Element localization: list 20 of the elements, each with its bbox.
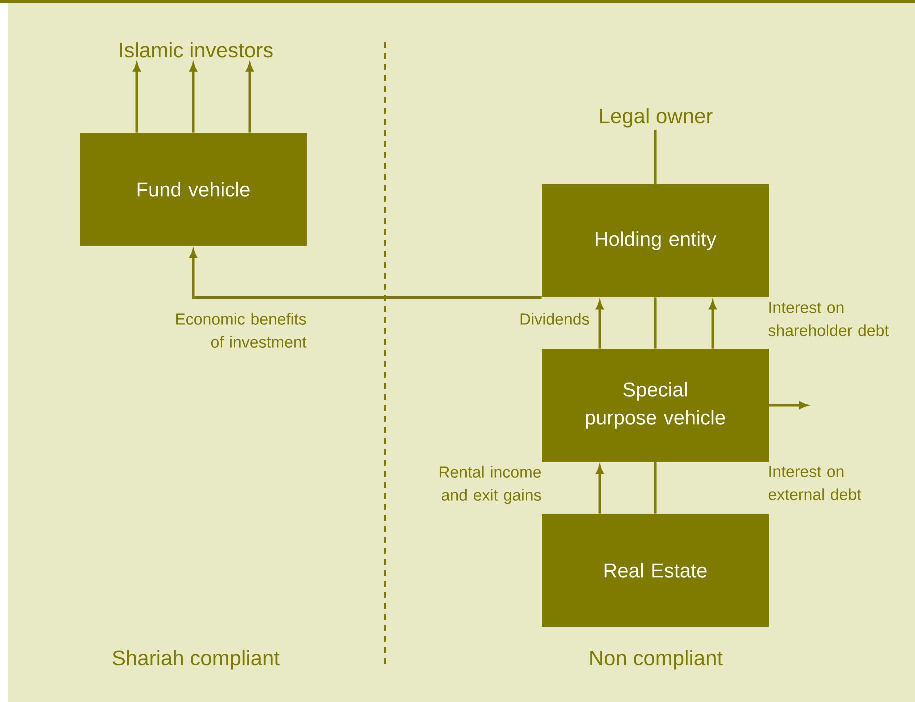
connector-line bbox=[654, 130, 657, 184]
box: Special purpose vehicle bbox=[542, 349, 769, 462]
edge-label: Interest on external debt bbox=[768, 466, 862, 500]
heading: Legal owner bbox=[600, 108, 713, 128]
box: Real Estate bbox=[542, 514, 769, 627]
box: Fund vehicle bbox=[80, 133, 307, 246]
heading: Islamic investors bbox=[120, 42, 273, 58]
region-label: Shariah compliant bbox=[112, 650, 280, 670]
arrow bbox=[190, 250, 542, 299]
arrow bbox=[596, 301, 604, 349]
edge-label: Interest on shareholder debt bbox=[768, 302, 890, 336]
arrow bbox=[709, 301, 717, 349]
box: Holding entity bbox=[542, 184, 769, 298]
connector-line bbox=[654, 298, 657, 349]
edge-label: Dividends bbox=[520, 313, 590, 325]
edge-label: Rental income and exit gains bbox=[440, 466, 542, 504]
connector-line bbox=[654, 462, 657, 514]
arrow bbox=[596, 466, 604, 514]
region-label: Non compliant bbox=[590, 650, 723, 670]
edge-label: Economic benefits of investment bbox=[176, 313, 307, 348]
